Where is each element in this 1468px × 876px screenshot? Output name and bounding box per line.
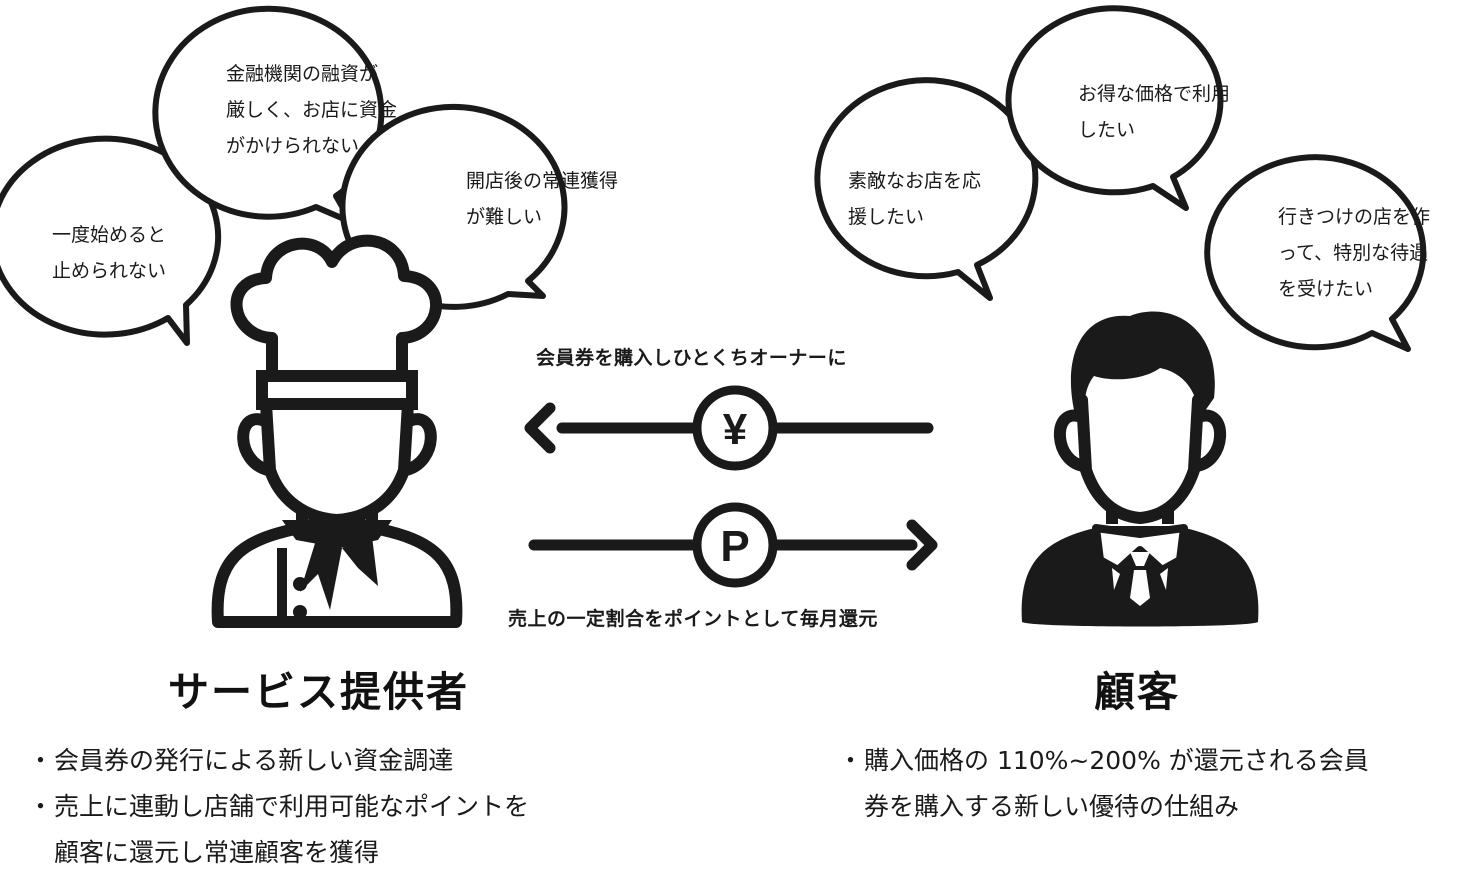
bubble-line: がかけられない	[226, 135, 360, 157]
provider-title: サービス提供者	[168, 668, 469, 716]
benefit-line: 顧客に還元し常連顧客を獲得	[54, 838, 380, 867]
customer-title: 顧客	[1094, 668, 1180, 716]
points-flow-arrow	[528, 502, 938, 588]
bullet-dot: ・	[28, 746, 54, 775]
bubble-line: 行きつけの店を作	[1278, 206, 1431, 228]
points-flow-label: 売上の一定割合をポイントとして毎月還元	[508, 608, 878, 630]
speech-bubble-customer-2	[1005, 5, 1224, 211]
bubble-text-customer-2: お得な価格で利用 したい	[1078, 76, 1230, 148]
chef-icon	[211, 234, 463, 628]
speech-bubble-provider-2	[152, 5, 385, 225]
bubble-line: って、特別な待遇	[1278, 242, 1429, 264]
customer-icon	[1021, 311, 1259, 627]
customer-benefits-list: ・ 購入価格の 110%~200% が還元される会員 券を購入する新しい優待の仕…	[838, 738, 1369, 830]
bubble-line: が難しい	[466, 206, 543, 228]
list-item: ・ 売上に連動し店舗で利用可能なポイントを 顧客に還元し常連顧客を獲得	[28, 784, 529, 876]
bubble-line: 止められない	[52, 260, 167, 282]
bubble-line: 厳しく、お店に資金	[226, 99, 398, 121]
bubble-text-customer-1: 素敵なお店を応 援したい	[848, 163, 981, 235]
bubble-line: 援したい	[848, 206, 925, 228]
provider-benefits-list: ・ 会員券の発行による新しい資金調達 ・ 売上に連動し店舗で利用可能なポイントを…	[28, 738, 529, 876]
benefit-line: 購入価格の 110%~200% が還元される会員	[864, 746, 1369, 775]
bubble-line: お得な価格で利用	[1078, 83, 1231, 105]
payment-flow-arrow	[524, 385, 934, 471]
bullet-dot: ・	[28, 792, 54, 821]
list-item: ・ 購入価格の 110%~200% が還元される会員 券を購入する新しい優待の仕…	[838, 738, 1369, 830]
bubble-text-customer-3: 行きつけの店を作 って、特別な待遇 を受けたい	[1278, 199, 1430, 307]
benefit-line: 券を購入する新しい優待の仕組み	[864, 792, 1240, 821]
bubble-line: 金融機関の融資が	[226, 63, 379, 85]
payment-flow-label: 会員券を購入しひとくちオーナーに	[536, 347, 847, 369]
bubble-line: 素敵なお店を応	[848, 170, 982, 192]
bubble-line: を受けたい	[1278, 278, 1374, 300]
yen-symbol: ¥	[723, 405, 748, 454]
bubble-text-provider-2: 金融機関の融資が 厳しく、お店に資金 がかけられない	[226, 56, 397, 164]
point-symbol: P	[720, 522, 749, 571]
bullet-dot: ・	[838, 746, 864, 775]
speech-bubble-customer-1	[814, 77, 1039, 301]
benefit-line: 会員券の発行による新しい資金調達	[54, 746, 454, 775]
benefit-line: 売上に連動し店舗で利用可能なポイントを	[54, 792, 530, 821]
bubble-line: 一度始めると	[52, 224, 167, 246]
bubble-text-provider-3: 開店後の常連獲得 が難しい	[466, 163, 618, 235]
speech-bubble-provider-1	[0, 135, 222, 346]
bubble-line: したい	[1078, 119, 1136, 141]
list-item: ・ 会員券の発行による新しい資金調達	[28, 738, 529, 784]
bubble-line: 開店後の常連獲得	[466, 170, 619, 192]
speech-bubble-customer-3	[1204, 154, 1427, 352]
bubble-text-provider-1: 一度始めると 止められない	[52, 217, 166, 289]
